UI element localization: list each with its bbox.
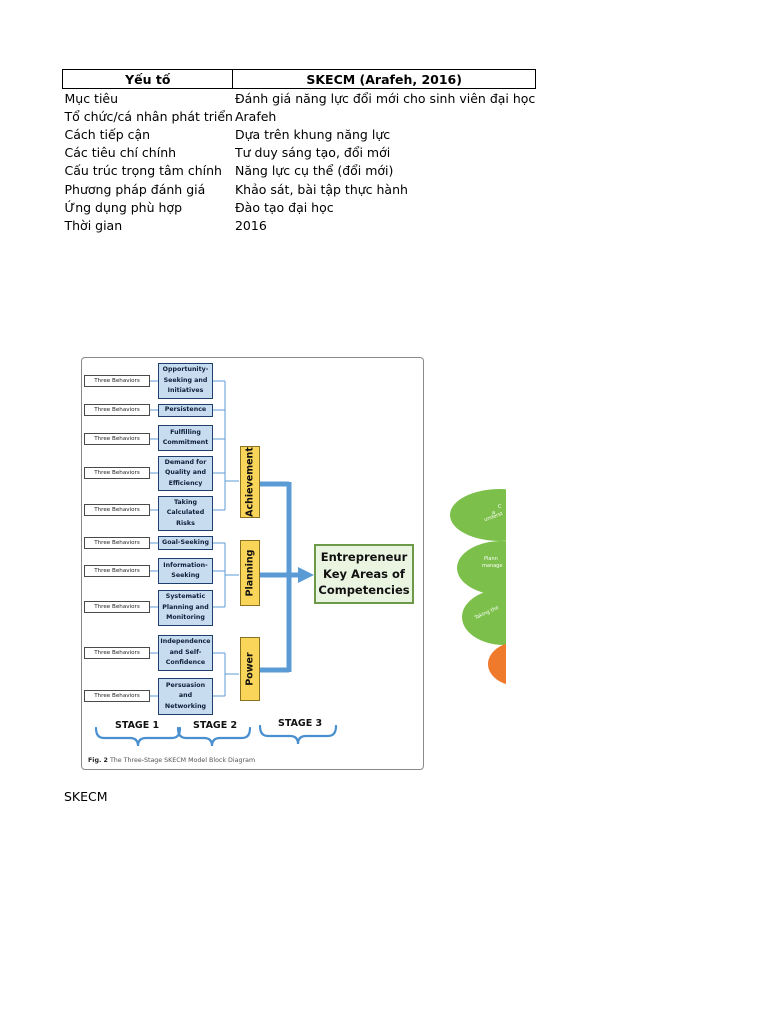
comparison-table: Yếu tố SKECM (Arafeh, 2016) Mục tiêu Đánh…: [61, 69, 536, 235]
petal-fragment: Plann: [484, 556, 498, 562]
three-behaviors-box: Three Behaviors: [84, 565, 150, 577]
table-cell: Ứng dụng phù hợp: [64, 199, 183, 215]
table-cell: Dựa trên khung năng lực: [234, 126, 391, 142]
table-cell: 2016: [234, 217, 267, 233]
petal-fragment: manage: [482, 563, 503, 569]
figure-caption: Fig. 2 The Three-Stage SKECM Model Block…: [88, 757, 255, 764]
table-header-row: Yếu tố SKECM (Arafeh, 2016): [61, 69, 536, 89]
table-cell: Tư duy sáng tạo, đổi mới: [234, 145, 391, 161]
caption-prefix: Fig. 2: [88, 757, 108, 764]
table-cell: Mục tiêu: [64, 90, 119, 106]
petal-shapes: [450, 489, 506, 685]
competency-box: Fulfilling Commitment: [158, 425, 213, 451]
three-behaviors-box: Three Behaviors: [84, 537, 150, 549]
skecm-block-diagram: Three Behaviors Three Behaviors Three Be…: [81, 357, 424, 770]
stage-label: STAGE 2: [193, 720, 238, 731]
table-cell: Cấu trúc trọng tâm chính: [64, 163, 222, 179]
table-cell: Năng lực cụ thể (đổi mới): [234, 163, 394, 179]
table-header-factor: Yếu tố: [61, 69, 234, 89]
competency-box: Systematic Planning and Monitoring: [158, 590, 213, 626]
table-cell: Đào tạo đại học: [234, 199, 334, 215]
area-planning: Planning: [240, 540, 260, 606]
table-cell: Arafeh: [234, 108, 277, 124]
competency-box: Goal-Seeking: [158, 536, 213, 550]
stage-label: STAGE 3: [278, 718, 323, 729]
competency-box: Information- Seeking: [158, 558, 213, 584]
table-row: Cách tiếp cận Dựa trên khung năng lực: [63, 125, 536, 143]
table-cell: Khảo sát, bài tập thực hành: [234, 181, 408, 197]
result-box: Entrepreneur Key Areas of Competencies: [314, 544, 414, 604]
stage-label: STAGE 1: [115, 720, 160, 731]
area-label: Planning: [244, 549, 256, 597]
three-behaviors-box: Three Behaviors: [84, 404, 150, 416]
three-behaviors-box: Three Behaviors: [84, 647, 150, 659]
area-label: Power: [244, 652, 256, 686]
table-cell: Thời gian: [64, 217, 123, 233]
table-row: Phương pháp đánh giá Khảo sát, bài tập th…: [63, 180, 536, 198]
diagram-connectors: [94, 380, 338, 747]
table-row: Cấu trúc trọng tâm chính Năng lực cụ thể …: [63, 162, 536, 180]
caption-text: The Three-Stage SKECM Model Block Diagra…: [109, 757, 256, 764]
petal-fragment: a: [492, 510, 496, 516]
three-behaviors-box: Three Behaviors: [84, 601, 150, 613]
table-row: Các tiêu chí chính Tư duy sáng tạo, đổi m…: [63, 144, 536, 162]
competency-box: Demand for Quality and Efficiency: [158, 456, 213, 491]
area-label: Achievement: [244, 447, 256, 517]
table-cell: Tổ chức/cá nhân phát triển: [64, 108, 233, 124]
three-behaviors-box: Three Behaviors: [84, 467, 150, 479]
petal-fragment: C: [498, 504, 502, 510]
table-cell: Cách tiếp cận: [64, 126, 151, 142]
competency-box: Persuasion and Networking: [158, 678, 213, 715]
three-behaviors-box: Three Behaviors: [84, 375, 150, 387]
figure-label: SKECM: [64, 789, 108, 804]
competency-petal-graphic: C a underst Plann manage Taking the: [440, 470, 506, 700]
competency-box: Opportunity- Seeking and Initiatives: [158, 363, 213, 399]
three-behaviors-box: Three Behaviors: [84, 504, 150, 516]
competency-box: Taking Calculated Risks: [158, 496, 213, 531]
table-row: Ứng dụng phù hợp Đào tạo đại học: [63, 198, 536, 216]
area-power: Power: [240, 637, 260, 701]
three-behaviors-box: Three Behaviors: [84, 690, 150, 702]
table-cell: Đánh giá năng lực đổi mới cho sinh viên …: [234, 90, 536, 106]
table-cell: Phương pháp đánh giá: [64, 181, 206, 197]
table-row: Mục tiêu Đánh giá năng lực đổi mới cho si…: [63, 89, 536, 108]
competency-box: Independence and Self- Confidence: [158, 635, 213, 671]
area-achievement: Achievement: [240, 446, 260, 518]
table-cell: Các tiêu chí chính: [64, 145, 177, 161]
three-behaviors-box: Three Behaviors: [84, 433, 150, 445]
table-row: Thời gian 2016: [63, 216, 536, 234]
table-header-skecm: SKECM (Arafeh, 2016): [232, 69, 536, 89]
competency-box: Persistence: [158, 404, 213, 417]
